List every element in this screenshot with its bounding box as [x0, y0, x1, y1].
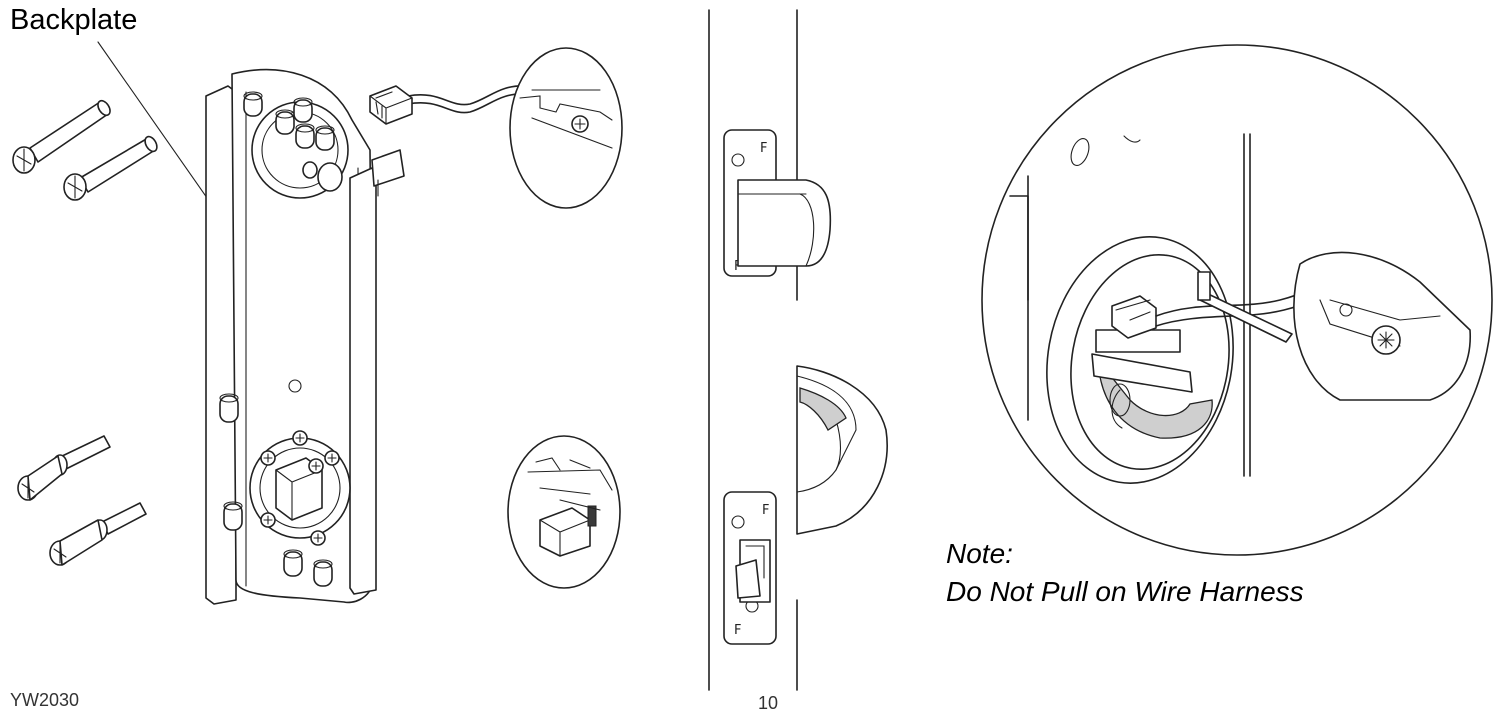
door-edge: F F F F [708, 9, 888, 691]
wire-connector-icon [369, 85, 413, 125]
short-screw-1 [17, 435, 111, 501]
backplate [205, 68, 405, 605]
svg-text:F: F [734, 623, 741, 638]
short-screw-2 [49, 502, 147, 566]
upper-latch-bolt-icon: F F [723, 129, 832, 277]
note-title: Note: [946, 538, 1013, 569]
top-oval-inset [509, 47, 623, 209]
backplate-label: Backplate [10, 4, 138, 36]
lower-latch-bolt-icon: F F [723, 491, 777, 645]
inner-connector-icon [1111, 295, 1157, 339]
magnified-detail [981, 44, 1493, 556]
svg-text:F: F [760, 141, 767, 156]
bottom-oval-inset [507, 435, 621, 589]
long-screws [12, 99, 158, 201]
svg-text:F: F [762, 503, 769, 518]
note-body: Do Not Pull on Wire Harness [946, 576, 1304, 607]
short-screws [17, 435, 147, 566]
wire-harness [369, 85, 529, 125]
page-number: 10 [758, 693, 779, 713]
long-screw-2 [63, 135, 158, 201]
long-screw-1 [12, 99, 111, 174]
hub-screws [260, 430, 340, 546]
